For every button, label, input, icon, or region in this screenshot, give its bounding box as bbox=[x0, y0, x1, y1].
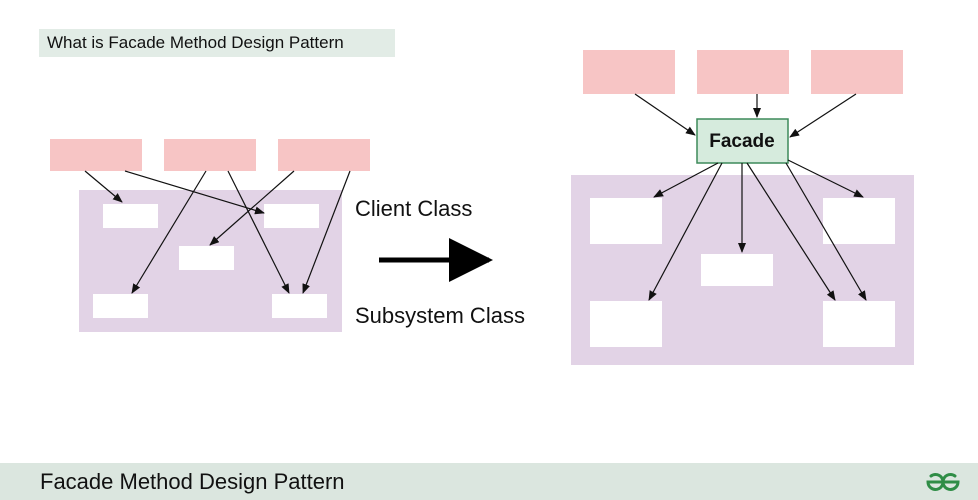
client-box bbox=[583, 50, 675, 94]
subsystem-box bbox=[264, 204, 319, 228]
subsystem-box bbox=[179, 246, 234, 270]
subsystem-box bbox=[701, 254, 773, 286]
facade-label: Facade bbox=[709, 131, 774, 152]
facade-diagram: Facade bbox=[50, 50, 914, 365]
diagram-heading: What is Facade Method Design Pattern bbox=[39, 29, 395, 57]
client-box bbox=[811, 50, 903, 94]
client-box bbox=[164, 139, 256, 171]
with-facade-group: Facade bbox=[571, 50, 914, 365]
client-box bbox=[697, 50, 789, 94]
subsystem-class-label: Subsystem Class bbox=[355, 303, 525, 328]
facade-connection-arrows bbox=[634, 93, 867, 301]
client-box bbox=[50, 139, 142, 171]
subsystem-box bbox=[590, 301, 662, 347]
subsystem-box bbox=[823, 301, 895, 347]
without-facade-group bbox=[50, 139, 370, 332]
footer-bar: Facade Method Design Pattern bbox=[0, 463, 978, 500]
subsystem-box bbox=[590, 198, 662, 244]
subsystem-box bbox=[272, 294, 327, 318]
client-box bbox=[278, 139, 370, 171]
subsystem-box bbox=[823, 198, 895, 244]
direct-connection-arrows bbox=[84, 170, 351, 294]
subsystem-box bbox=[93, 294, 148, 318]
client-class-label: Client Class bbox=[355, 196, 473, 221]
footer-title: Facade Method Design Pattern bbox=[40, 469, 345, 494]
subsystem-box bbox=[103, 204, 158, 228]
geeksforgeeks-logo-icon bbox=[926, 473, 960, 491]
